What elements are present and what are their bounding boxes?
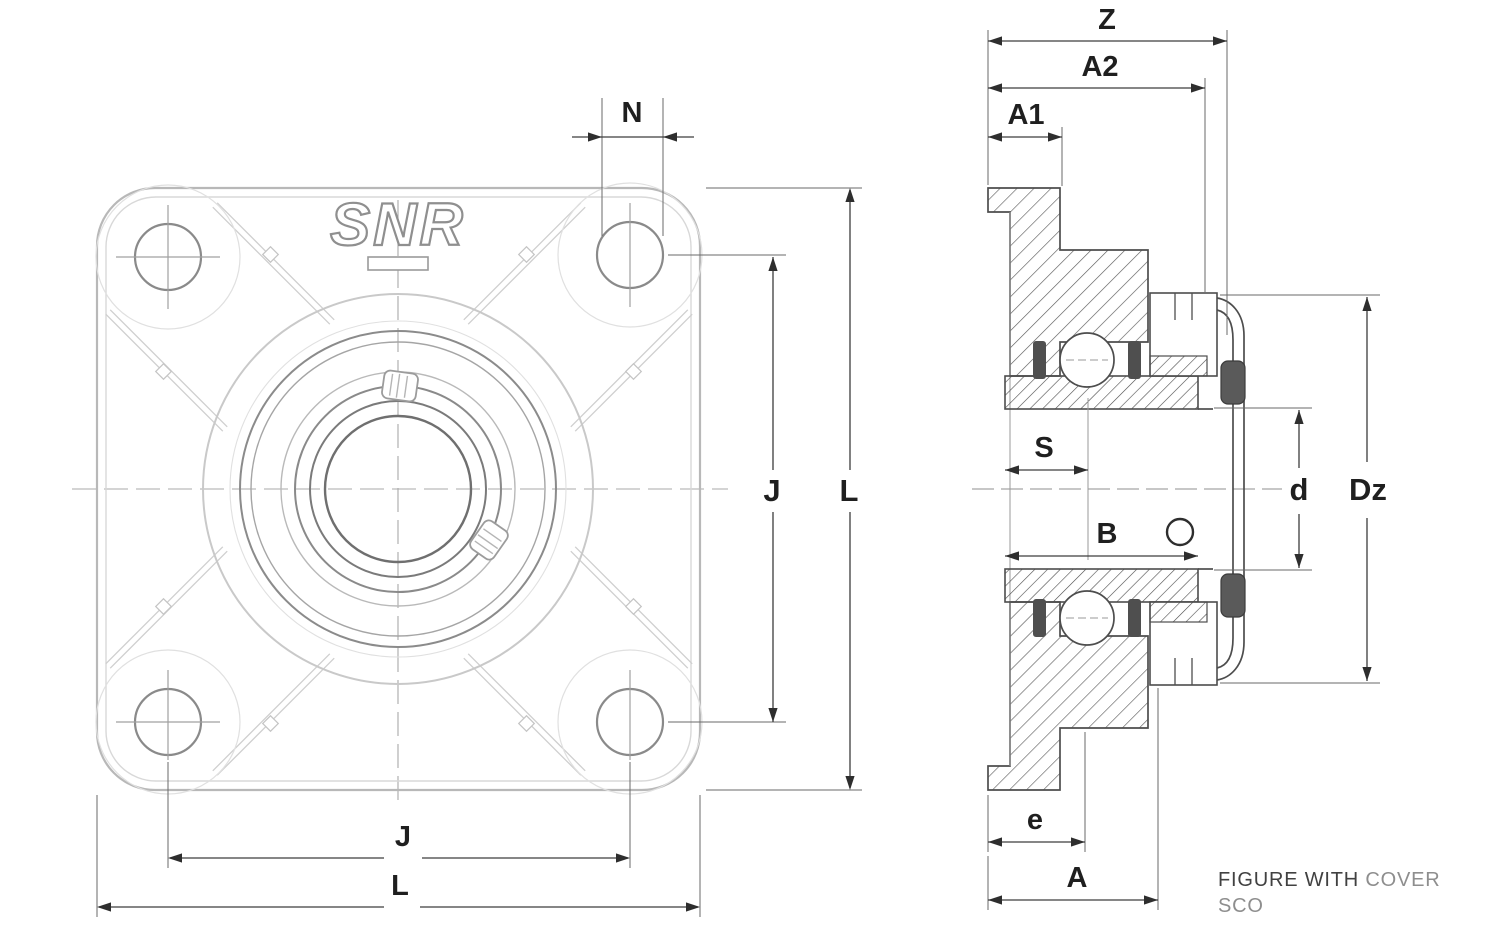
- dim-Z: Z: [987, 4, 1228, 335]
- dim-N: N: [572, 97, 694, 236]
- brand-logo: SNR: [330, 191, 466, 258]
- flange-inner-outline: [105, 196, 692, 782]
- dim-label-Dz: Dz: [1349, 472, 1387, 507]
- bore-circle: [323, 414, 473, 564]
- caption-line2: SCO: [1218, 895, 1264, 917]
- dim-L-bottom: L: [96, 795, 701, 917]
- dim-label-B: B: [1097, 518, 1118, 550]
- sleeve-section-bottom: [1004, 568, 1199, 603]
- dim-label-S: S: [1034, 432, 1053, 464]
- dim-label-A: A: [1067, 862, 1088, 894]
- bolt-holes: [95, 182, 703, 795]
- housing-relief-circle: [229, 320, 567, 658]
- bolt-crosshairs: [116, 203, 631, 760]
- set-screw-top: [381, 369, 419, 403]
- spherical-seat-outer: [239, 330, 557, 648]
- cover-sco: [1216, 297, 1246, 681]
- dim-label-A1: A1: [1007, 99, 1044, 131]
- seal: [1128, 341, 1141, 379]
- dim-A2: A2: [988, 51, 1206, 292]
- set-screw-hole: [1165, 517, 1195, 547]
- housing-circles: [202, 293, 594, 685]
- dim-label-d: d: [1290, 472, 1309, 507]
- dim-label-N: N: [622, 97, 643, 129]
- cover-outer-sheet: [1216, 297, 1245, 681]
- dim-label-Z: Z: [1098, 4, 1116, 36]
- dim-A1: A1: [988, 99, 1063, 186]
- dim-L-right: L: [706, 187, 862, 791]
- set-screw-side: [469, 519, 509, 561]
- front-view: SNR N J: [72, 97, 862, 917]
- dim-A: A: [987, 688, 1159, 910]
- seal: [1128, 599, 1141, 637]
- bolt-boss-arc: [95, 184, 241, 330]
- seal: [1033, 341, 1046, 379]
- inner-ring-circle: [309, 400, 487, 578]
- dim-label-J-bottom: J: [395, 821, 411, 853]
- dim-J-right: J: [668, 254, 786, 723]
- dim-label-J: J: [763, 473, 780, 508]
- cover-seal-ring-top: [1220, 360, 1246, 405]
- housing-boss-circle: [202, 293, 594, 685]
- dim-label-L: L: [840, 473, 859, 508]
- dim-label-e: e: [1027, 804, 1043, 836]
- dim-label-A2: A2: [1081, 51, 1118, 83]
- dim-Dz: Dz: [1220, 294, 1387, 684]
- flange-housing-section-bottom: [987, 601, 1149, 791]
- flange-housing-section-top: [987, 187, 1149, 377]
- logo-underline-plate: [367, 256, 429, 271]
- locking-collar: [1149, 292, 1218, 686]
- side-view: Z A2 A1 S B: [972, 4, 1387, 910]
- figure-caption: FIGURE WITH COVER SCO: [1218, 869, 1441, 917]
- flange-outer-outline: [95, 186, 702, 792]
- bearing-ball-bottom: [1059, 590, 1115, 646]
- seal: [1033, 599, 1046, 637]
- dim-J-bottom: J: [167, 762, 631, 868]
- cover-inner-sheet: [1216, 309, 1234, 669]
- caption-line1: FIGURE WITH COVER: [1218, 869, 1441, 891]
- cover-seal-ring-bottom: [1220, 573, 1246, 618]
- dim-label-L-bottom: L: [391, 870, 409, 902]
- dim-S: S: [1005, 432, 1088, 475]
- seals: [1033, 341, 1141, 637]
- dim-d: d: [1214, 407, 1312, 571]
- spherical-seat-inner: [250, 341, 546, 637]
- caption-line1-secondary: COVER: [1359, 869, 1440, 891]
- caption-line1-primary: FIGURE WITH: [1218, 869, 1359, 891]
- dim-B: B: [1005, 518, 1198, 561]
- dim-e: e: [987, 732, 1086, 852]
- bearing-ball-top: [1059, 332, 1115, 388]
- rib-break-diamonds: [154, 245, 643, 733]
